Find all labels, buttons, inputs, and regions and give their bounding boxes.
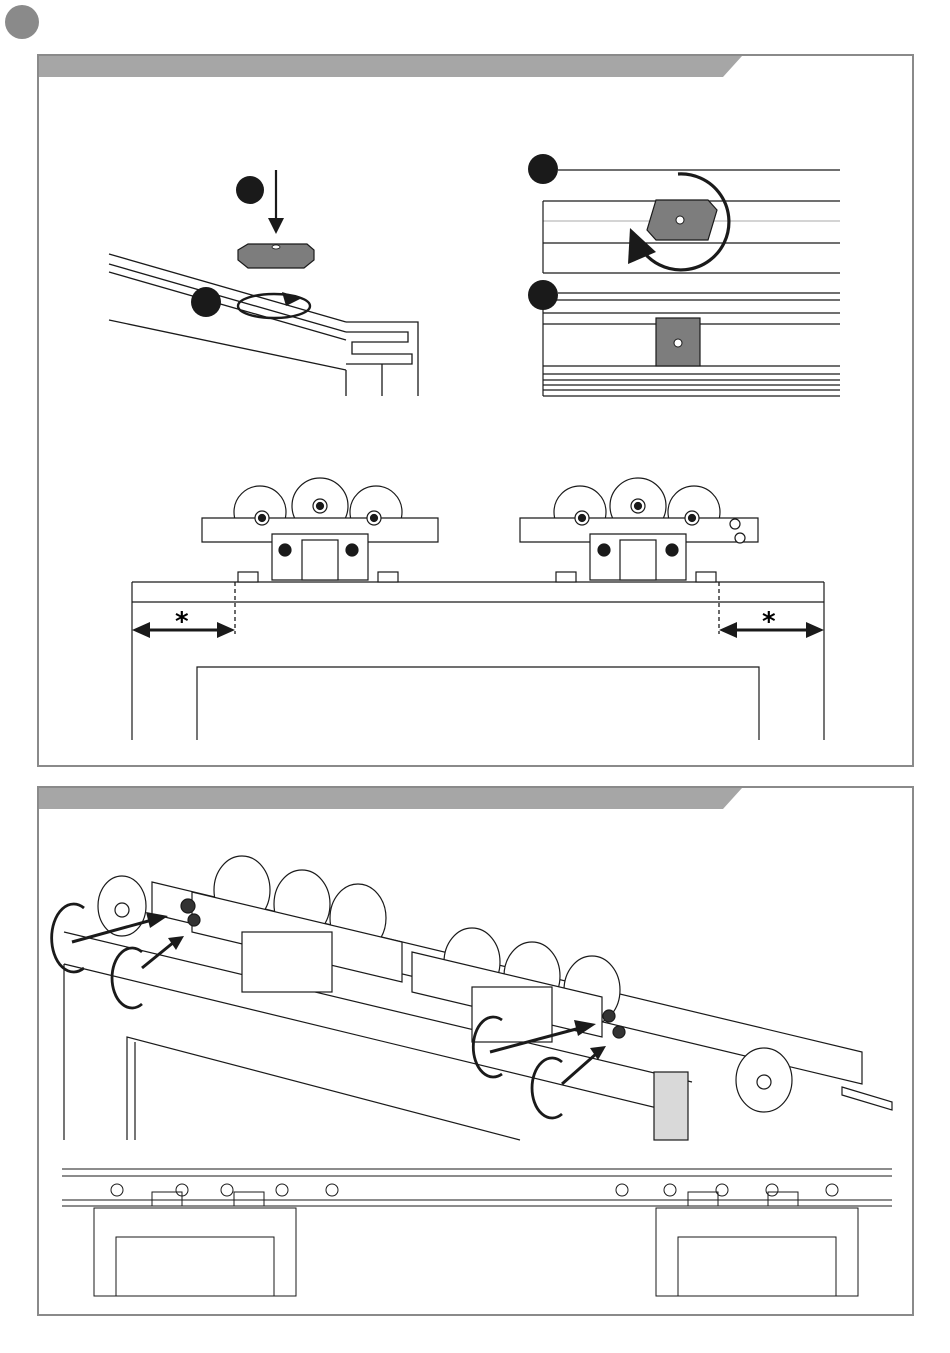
two-door-overview bbox=[62, 1169, 892, 1296]
dimension-mark-right: * bbox=[762, 607, 776, 637]
step-indicator-circle bbox=[5, 5, 39, 39]
roller-carriage-right bbox=[520, 478, 758, 582]
callout-marker-3 bbox=[528, 154, 558, 184]
panel-2-illustration bbox=[39, 788, 912, 1314]
panel-1-illustration: * * bbox=[39, 56, 912, 765]
instruction-panel-1: * * bbox=[37, 54, 914, 767]
door-panel bbox=[132, 582, 824, 740]
carriage-assembly-perspective bbox=[98, 856, 892, 1112]
down-arrow-icon bbox=[268, 218, 284, 234]
roller-carriage-left bbox=[202, 478, 438, 582]
callout-marker-1 bbox=[236, 176, 264, 204]
t-nut-part bbox=[238, 244, 314, 268]
instruction-panel-2 bbox=[37, 786, 914, 1316]
callout-marker-2 bbox=[191, 287, 221, 317]
rail-nut-insertion-drawing bbox=[109, 254, 418, 396]
dimension-mark-left: * bbox=[175, 607, 189, 637]
